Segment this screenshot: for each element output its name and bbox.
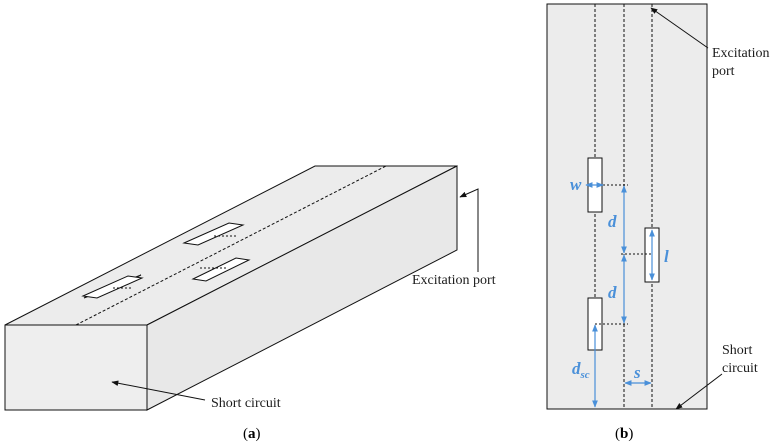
short-circuit-label-b-1: Short <box>722 343 752 358</box>
dim-w-label: w <box>570 175 582 194</box>
dim-d2-label: d <box>608 283 617 302</box>
caption-b: (b) <box>615 426 633 442</box>
dim-dsc-sub: sc <box>580 369 590 381</box>
dim-dsc-label: dsc <box>572 359 590 381</box>
excitation-port-label-b-1: Excitation <box>712 46 770 61</box>
dim-s-label: s <box>633 363 641 382</box>
short-circuit-label-a: Short circuit <box>211 396 281 411</box>
panel-a: Excitation port Short circuit (a) <box>4 165 496 442</box>
slot-3 <box>191 257 251 282</box>
dim-d1-label: d <box>608 212 617 231</box>
slot-2 <box>182 222 245 246</box>
waveguide-front-face <box>4 324 148 411</box>
short-circuit-label-b-2: circuit <box>722 361 758 376</box>
caption-a: (a) <box>243 426 261 442</box>
slot-1-outline <box>81 275 144 299</box>
dim-l-label: l <box>664 247 669 266</box>
excitation-port-leader-b <box>650 7 709 49</box>
caption-b-letter: b <box>620 426 628 442</box>
caption-a-letter: a <box>248 426 256 442</box>
short-circuit-leader-b <box>675 373 723 410</box>
waveguide-top-view <box>546 3 708 410</box>
excitation-port-label-b-2: port <box>712 64 735 79</box>
panel-b: w d d l dsc s Excitation port Short circ… <box>546 3 770 442</box>
center-line <box>75 165 387 326</box>
excitation-port-label-a: Excitation port <box>412 273 496 288</box>
dim-dsc-main: d <box>572 359 581 378</box>
excitation-port-leader <box>459 188 479 272</box>
short-circuit-leader <box>111 380 206 401</box>
